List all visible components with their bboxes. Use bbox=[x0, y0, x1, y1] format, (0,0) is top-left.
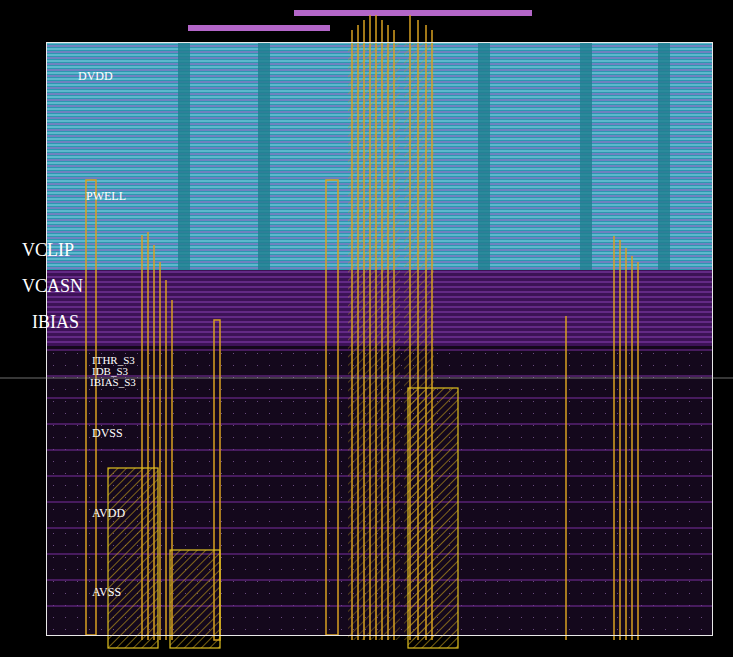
signal-label: DVDD bbox=[78, 70, 113, 82]
signal-label: DVSS bbox=[92, 427, 123, 439]
signal-label: VCLIP bbox=[22, 241, 74, 259]
signal-label: ITHR_S3 bbox=[92, 355, 135, 366]
signal-label: AVSS bbox=[92, 586, 121, 598]
signal-label: AVDD bbox=[92, 507, 125, 519]
signal-label: IBIAS_S3 bbox=[90, 377, 136, 388]
signal-label: IBIAS bbox=[32, 313, 79, 331]
signal-label: PWELL bbox=[86, 190, 126, 202]
signal-label: IDB_S3 bbox=[92, 366, 128, 377]
signal-label: VCASN bbox=[22, 277, 83, 295]
